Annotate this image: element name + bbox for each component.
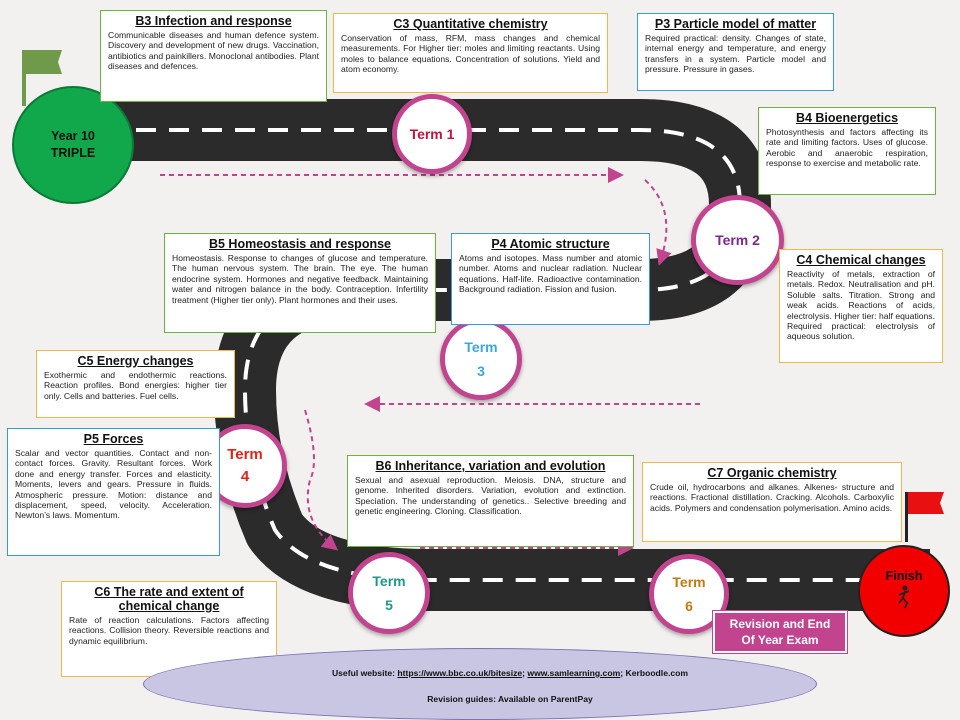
useful-label: Useful website: [331, 668, 395, 678]
footer-ellipse [143, 648, 817, 720]
topic-p4-title: P4 Atomic structure [491, 237, 610, 251]
topic-c5: C5 Energy changes Exothermic and endothe… [36, 350, 235, 418]
topic-b6-body: Sexual and asexual reproduction. Meiosis… [355, 475, 626, 517]
topic-b3-title: B3 Infection and response [135, 14, 292, 28]
term-1-marker: Term 1 [392, 94, 472, 174]
bitesize-link[interactable]: https://www.bbc.co.uk/bitesize [397, 668, 523, 678]
start-line2: TRIPLE [50, 146, 96, 160]
start-line1: Year 10 [51, 129, 95, 143]
term-5-marker: Term 5 [348, 552, 430, 634]
topic-p3: P3 Particle model of matter Required pra… [637, 13, 834, 91]
term-6-label-word: Term [672, 574, 706, 590]
exam-line1: Revision and End [729, 617, 831, 631]
term-5-label-word: Term [372, 573, 406, 589]
topic-p4: P4 Atomic structure Atoms and isotopes. … [451, 233, 650, 325]
topic-c6-title: C6 The rate and extent of chemical chang… [94, 585, 244, 613]
topic-p5-body: Scalar and vector quantities. Contact an… [15, 448, 212, 521]
topic-p5-title: P5 Forces [83, 432, 144, 446]
finish-flag-icon [905, 492, 944, 542]
exam-line2: Of Year Exam [741, 633, 819, 647]
topic-b5-title: B5 Homeostasis and response [208, 237, 391, 251]
term-2-label: Term 2 [715, 232, 760, 248]
topic-c3-body: Conservation of mass, RFM, mass changes … [341, 33, 600, 75]
term-4-label-number: 4 [240, 468, 250, 485]
kerboodle-text: ; Kerboodle.com [620, 668, 689, 678]
topic-c3: C3 Quantitative chemistry Conservation o… [333, 13, 608, 93]
samlearning-link[interactable]: www.samlearning.com [527, 668, 621, 678]
topic-p4-body: Atoms and isotopes. Mass number and atom… [459, 253, 642, 295]
topic-c3-title: C3 Quantitative chemistry [393, 17, 548, 31]
topic-b3: B3 Infection and response Communicable d… [100, 10, 327, 102]
term-3-label-word: Term [464, 339, 498, 355]
term-4-label-word: Term [227, 446, 263, 463]
topic-c4: C4 Chemical changes Reactivity of metals… [779, 249, 943, 363]
term-5-label-number: 5 [385, 597, 393, 613]
topic-b5: B5 Homeostasis and response Homeostasis.… [164, 233, 436, 333]
term-6-label-number: 6 [685, 598, 693, 614]
topic-b4-title: B4 Bioenergetics [795, 111, 899, 125]
term-1-label: Term 1 [409, 126, 455, 142]
topic-c7: C7 Organic chemistry Crude oil, hydrocar… [642, 462, 902, 542]
term-6-marker: Term 6 [649, 554, 729, 634]
topic-p3-body: Required practical: density. Changes of … [645, 33, 826, 75]
topic-b6-title: B6 Inheritance, variation and evolution [375, 459, 606, 473]
useful-websites: Useful website: https://www.bbc.co.uk/bi… [230, 668, 790, 678]
topic-c4-title: C4 Chemical changes [796, 253, 926, 267]
topic-p5: P5 Forces Scalar and vector quantities. … [7, 428, 220, 556]
finish-label: Finish [885, 569, 923, 583]
term-2-marker: Term 2 [691, 195, 784, 285]
exam-banner: Revision and End Of Year Exam [712, 610, 848, 654]
topic-p3-title: P3 Particle model of matter [654, 17, 817, 31]
topic-c5-title: C5 Energy changes [77, 354, 194, 368]
finish-circle: Finish [858, 545, 950, 637]
topic-c5-body: Exothermic and endothermic reactions. Re… [44, 370, 227, 401]
topic-c7-title: C7 Organic chemistry [707, 466, 837, 480]
topic-b6: B6 Inheritance, variation and evolution … [347, 455, 634, 547]
topic-b4-body: Photosynthesis and factors affecting its… [766, 127, 928, 169]
start-flag-icon [22, 50, 62, 106]
topic-b4: B4 Bioenergetics Photosynthesis and fact… [758, 107, 936, 195]
topic-c6-body: Rate of reaction calculations. Factors a… [69, 615, 269, 646]
topic-c4-body: Reactivity of metals, extraction of meta… [787, 269, 935, 342]
start-circle: Year 10 TRIPLE [12, 86, 134, 204]
topic-b3-body: Communicable diseases and human defence … [108, 30, 319, 72]
link-separator: ; [522, 668, 526, 678]
direction-arrow [304, 409, 339, 551]
revision-guides: Revision guides: Available on ParentPay [427, 694, 593, 704]
runner-icon [898, 585, 910, 609]
term-3-marker: Term 3 [440, 318, 522, 400]
topic-c7-body: Crude oil, hydrocarbons and alkanes. Alk… [650, 482, 894, 513]
topic-b5-body: Homeostasis. Response to changes of gluc… [172, 253, 428, 305]
term-3-label-number: 3 [477, 363, 485, 379]
